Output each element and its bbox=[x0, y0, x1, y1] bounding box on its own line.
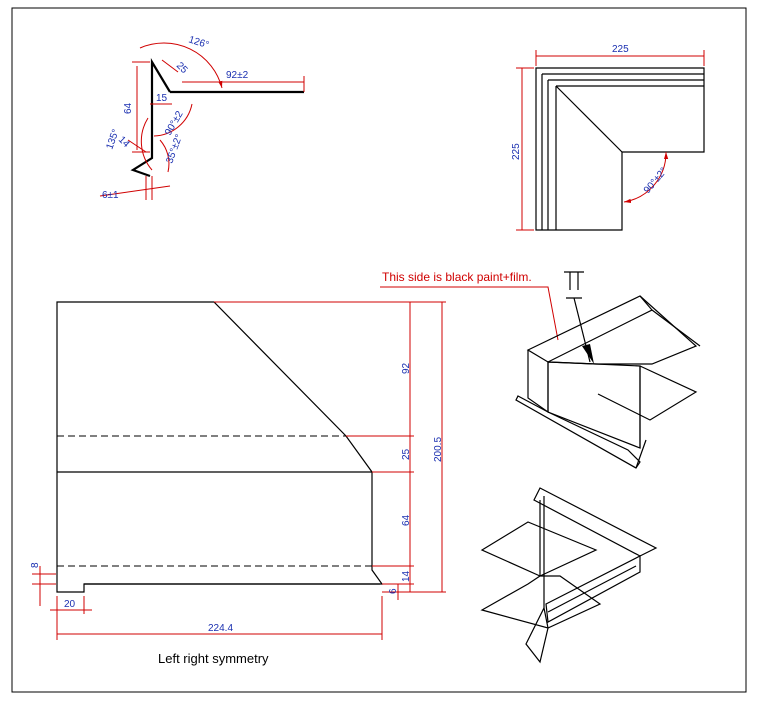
iso1-corner-edge bbox=[635, 366, 647, 469]
profile-body bbox=[130, 58, 171, 178]
label-height: 64 bbox=[123, 102, 134, 114]
dim-flange-line bbox=[182, 76, 305, 92]
iso-view-bottom bbox=[480, 487, 658, 664]
note-group: This side is black paint+film. bbox=[380, 270, 594, 364]
dim-flange-top-line bbox=[161, 59, 179, 73]
dim-plan-height bbox=[516, 67, 534, 231]
view-arrow-head bbox=[582, 344, 594, 364]
label-plan-height: 225 bbox=[511, 143, 522, 160]
dim-height-line bbox=[132, 61, 150, 153]
dim-8-line bbox=[32, 566, 56, 606]
label-92: 92 bbox=[401, 362, 412, 374]
section-view: 126° 25 92±2 64 15 90°±2 135° 14 35°±2° … bbox=[99, 34, 305, 201]
dim-angle-top-arc bbox=[139, 42, 223, 89]
label-total: 200.5 bbox=[433, 437, 444, 462]
dim-hem-line bbox=[99, 176, 171, 200]
label-8: 8 bbox=[30, 562, 41, 568]
label-angle-bottom: 35°±2° bbox=[164, 133, 185, 165]
label-width: 224.4 bbox=[208, 623, 233, 634]
dim-left-angle-arc bbox=[140, 117, 153, 171]
label-inner-offset: 15 bbox=[156, 93, 168, 104]
label-6: 6 bbox=[388, 588, 399, 594]
iso1-back-edge bbox=[651, 309, 701, 347]
plan-inner-line-2 bbox=[547, 79, 704, 230]
label-64: 64 bbox=[401, 514, 412, 526]
iso2-inner-corner bbox=[539, 496, 545, 608]
iso-view-top bbox=[515, 295, 701, 469]
iso2-front-wall bbox=[545, 555, 641, 623]
plan-inner-line-1 bbox=[541, 73, 704, 230]
label-flange-top: 25 bbox=[174, 60, 190, 76]
plan-inner-line-3 bbox=[555, 85, 704, 230]
iso2-top-rail bbox=[533, 487, 658, 557]
plan-outline bbox=[535, 67, 705, 231]
dim-lip-line bbox=[127, 139, 147, 153]
plan-miter bbox=[555, 85, 623, 153]
iso2-bottom-lip bbox=[525, 606, 549, 664]
dim-plan-width bbox=[535, 50, 705, 66]
sheet-border bbox=[11, 7, 747, 693]
iso2-floor-front bbox=[480, 575, 602, 629]
iso1-bottom-lip bbox=[515, 395, 641, 469]
iso1-floor-right bbox=[597, 365, 698, 421]
label-hem: 6±1 bbox=[102, 190, 119, 201]
caption: Left right symmetry bbox=[158, 651, 269, 666]
label-plan-width: 225 bbox=[612, 44, 629, 55]
iso2-edge-line bbox=[547, 565, 637, 613]
note-text: This side is black paint+film. bbox=[382, 270, 532, 284]
iso2-floor-left bbox=[480, 521, 598, 577]
dim-width-line bbox=[56, 596, 383, 640]
note-leader bbox=[380, 286, 559, 341]
iso1-front-wall bbox=[547, 361, 641, 449]
label-25: 25 bbox=[401, 448, 412, 460]
label-20: 20 bbox=[64, 599, 76, 610]
dim-extension-lines bbox=[214, 301, 446, 593]
label-flange-length: 92±2 bbox=[226, 70, 249, 81]
flat-outline bbox=[56, 301, 384, 593]
flat-pattern: 92 25 64 200.5 14 6 8 20 224.4 Left righ… bbox=[30, 301, 446, 666]
plan-view: 225 225 90°±2° bbox=[511, 44, 705, 231]
dim-inner-angle-arc bbox=[153, 103, 193, 137]
dim-plan-angle-arc bbox=[623, 151, 669, 203]
dim-bottom-angle-arc bbox=[159, 139, 170, 173]
view-arrow-marker bbox=[564, 271, 591, 363]
label-plan-angle: 90°±2° bbox=[642, 166, 670, 196]
label-14: 14 bbox=[401, 570, 412, 582]
